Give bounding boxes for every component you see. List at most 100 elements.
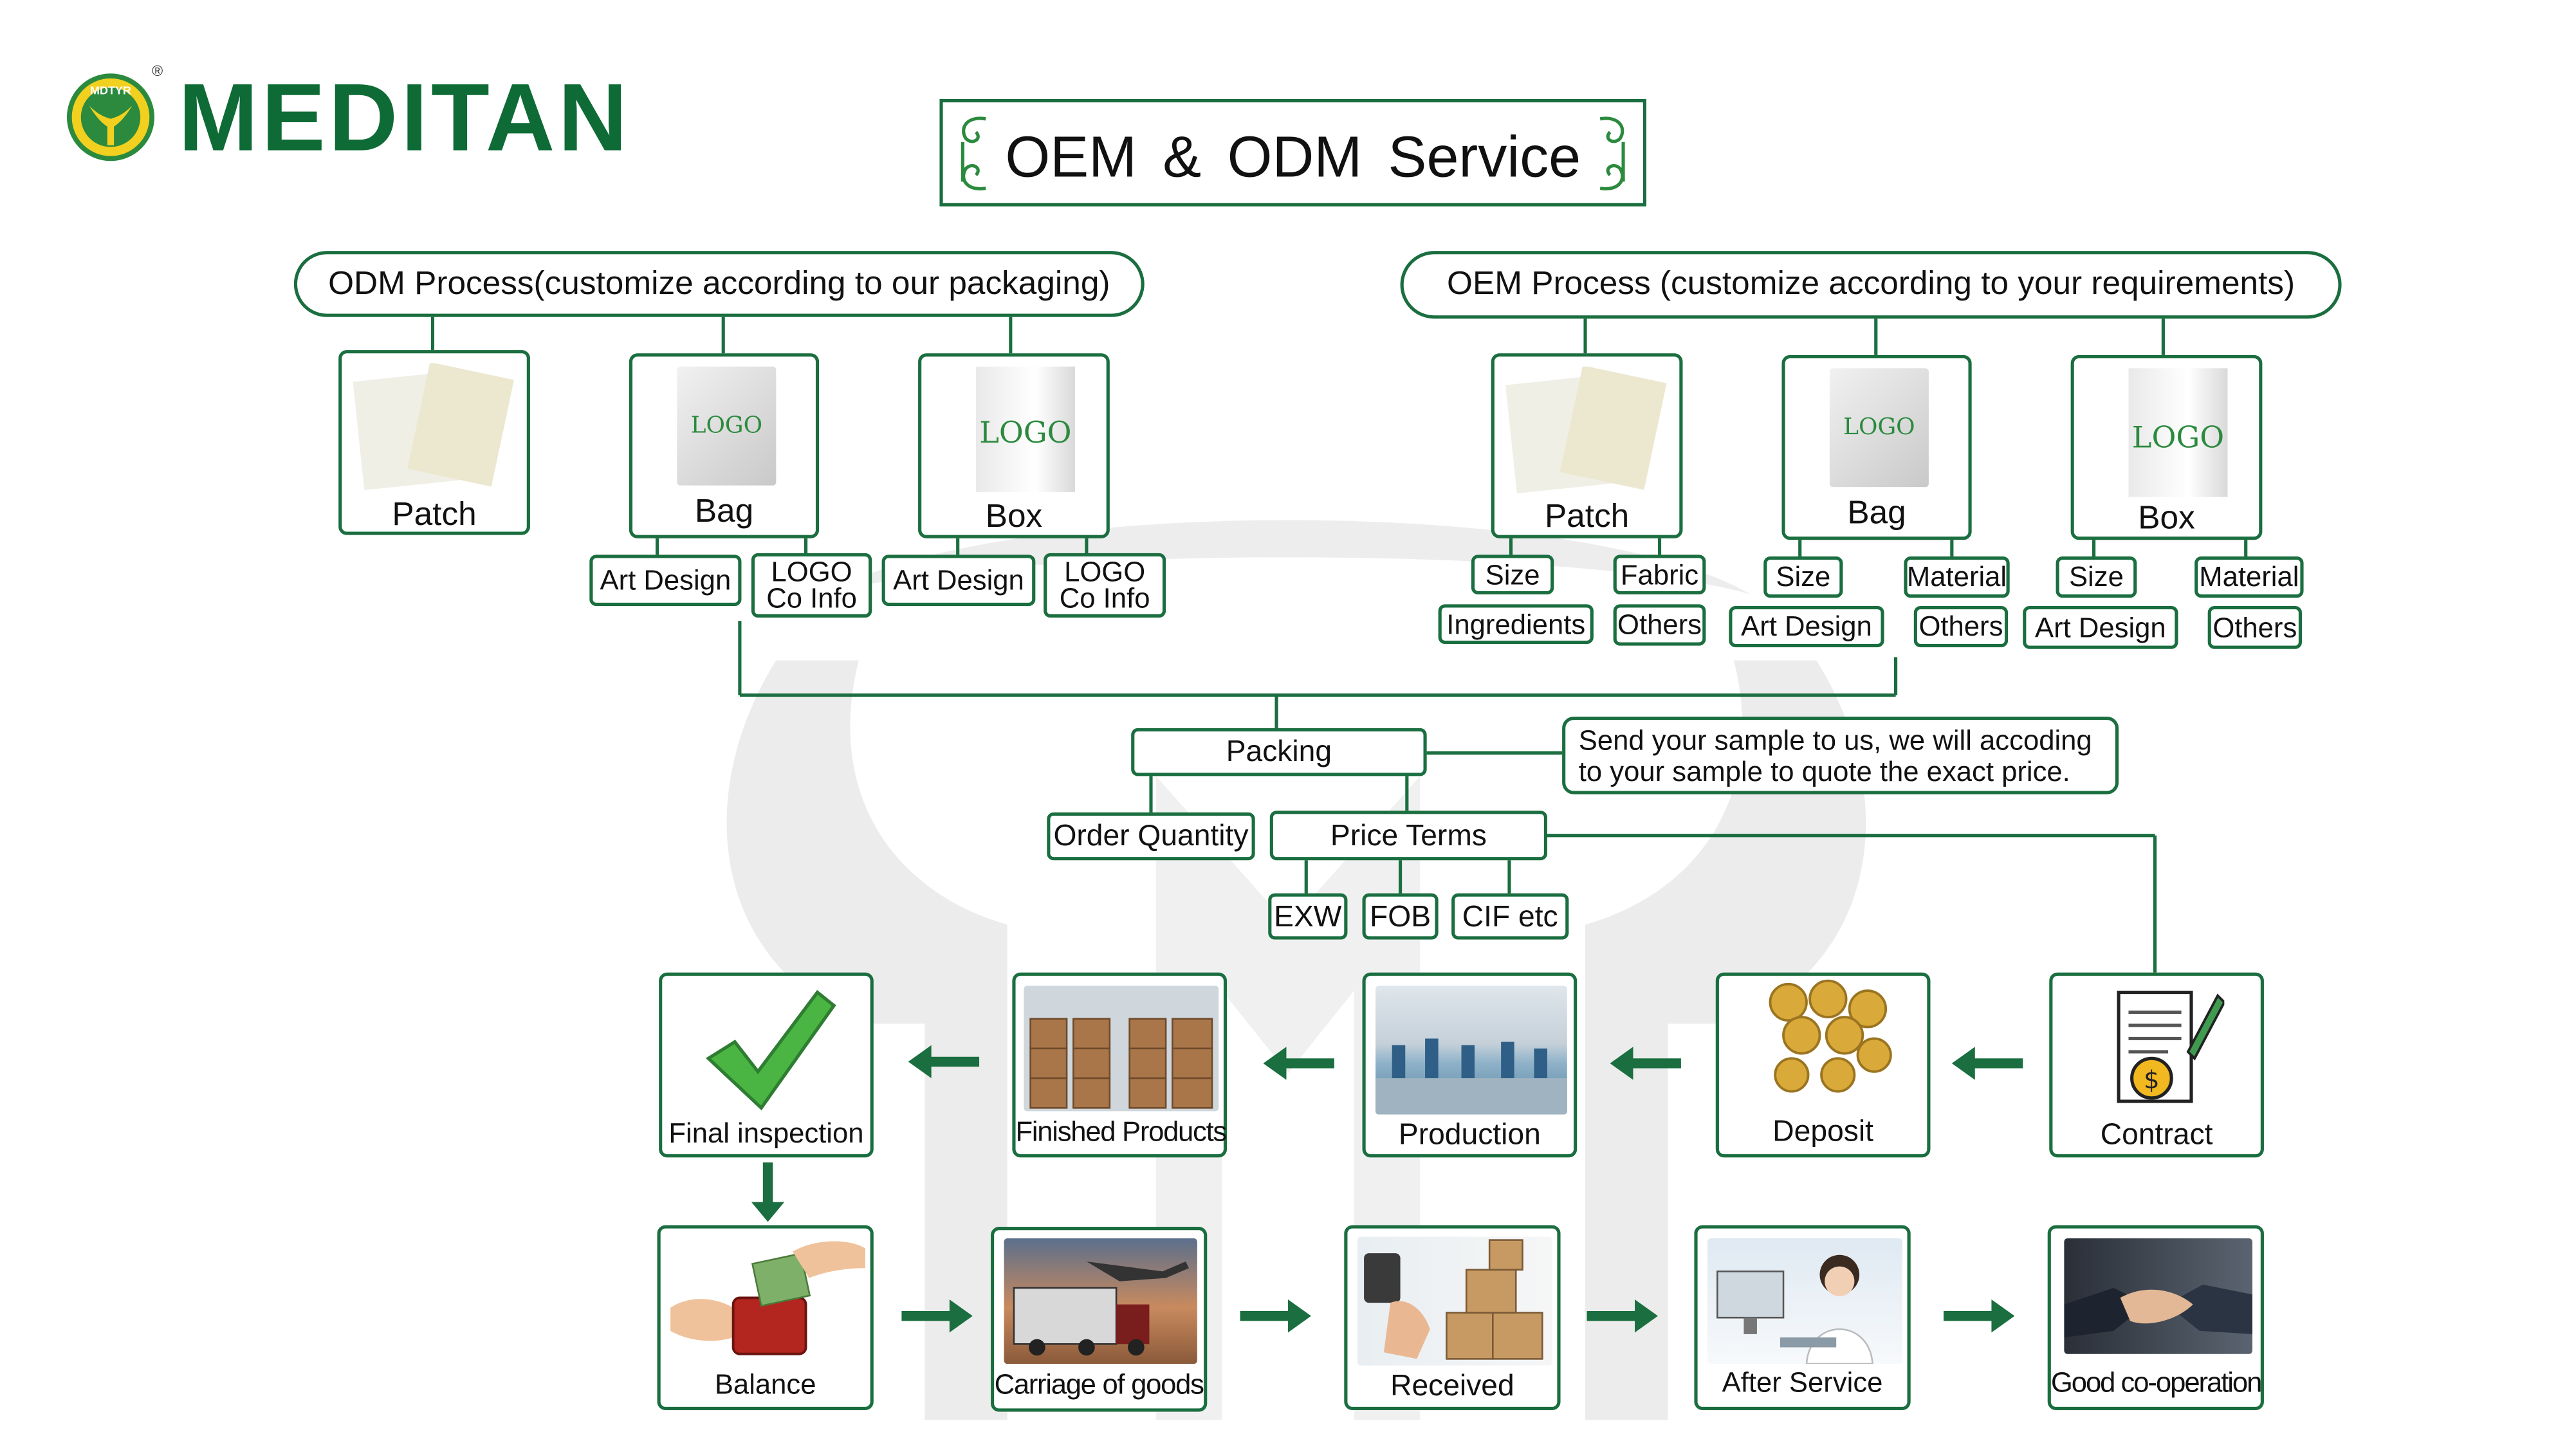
oem-patch-others-tag: Others [1613, 604, 1706, 646]
finished-products-card: Finished Products [1012, 972, 1227, 1158]
title-frame: OEM & ODM Service [939, 99, 1646, 206]
brand-emblem-text: MDTYR [90, 86, 131, 98]
received-boxes-icon [1364, 1239, 1543, 1360]
after-service-photo [1707, 1238, 1902, 1364]
oem-patch-fabric-tag: Fabric [1613, 555, 1706, 595]
handshake-photo [2064, 1238, 2252, 1354]
odm-bag-card: LOGO Bag [629, 353, 820, 538]
oem-box-material-tag: Material [2194, 556, 2304, 598]
production-label: Production [1398, 1117, 1541, 1151]
oem-box-label: Box [2138, 500, 2195, 537]
production-photo [1375, 986, 1567, 1115]
after-service-label: After Service [1722, 1367, 1883, 1399]
ornament-right-icon [1599, 116, 1625, 190]
good-cooperation-card: Good co-operation [2047, 1225, 2264, 1410]
final-inspection-card: Final inspection [659, 972, 874, 1158]
odm-box-logo-line: LOGO [1064, 555, 1146, 587]
registered-mark: ® [152, 62, 163, 80]
sample-note-line-2: to your sample to quote the exact price. [1578, 755, 2070, 787]
odm-bag-logo-info-tag: LOGO Co Info [751, 553, 872, 618]
oem-box-card: LOGO Box [2070, 354, 2263, 540]
oem-box-size-tag: Size [2056, 556, 2137, 598]
bag-logo-text: LOGO [690, 412, 763, 439]
brand-name: MEDITAN [178, 64, 631, 172]
checkmark-icon [705, 989, 836, 1111]
term-exw: EXW [1268, 893, 1348, 940]
page-title: OEM & ODM Service [1005, 125, 1581, 190]
price-terms-box: Price Terms [1269, 811, 1547, 861]
packing-box: Packing [1131, 728, 1427, 776]
oem-box-others-tag: Others [2207, 605, 2302, 649]
wallet-hands-icon [670, 1241, 865, 1355]
box-logo-text: LOGO [979, 416, 1072, 451]
truck-plane-icon [1013, 1261, 1190, 1356]
sample-note-line-1: Send your sample to us, we will accoding [1578, 724, 2092, 756]
term-cif: CIF etc [1451, 893, 1569, 940]
odm-box-card: LOGO Box [918, 353, 1110, 538]
oem-bag-card: LOGO Bag [1781, 354, 1972, 540]
odm-box-art-design-tag: Art Design [881, 555, 1036, 606]
balance-card: Balance [657, 1225, 874, 1410]
odm-patch-card: Patch [338, 350, 530, 535]
finished-products-photo [1024, 986, 1219, 1112]
oem-process-heading: OEM Process (customize according to your… [1400, 251, 2342, 319]
final-inspection-label: Final inspection [668, 1117, 864, 1150]
term-fob: FOB [1362, 893, 1439, 940]
deposit-label: Deposit [1772, 1114, 1873, 1148]
odm-box-coinfo-line: Co Info [1059, 582, 1150, 614]
received-card: Received [1344, 1225, 1561, 1410]
factory-workers-icon [1375, 1038, 1567, 1115]
oem-bag-label: Bag [1847, 495, 1906, 532]
bag-logo-text: LOGO [1843, 414, 1915, 441]
contract-icon: $ [2117, 991, 2225, 1103]
odm-bag-coinfo-line: Co Info [766, 582, 857, 614]
patch-thumbnail-icon [353, 363, 514, 490]
carriage-label: Carriage of goods [994, 1368, 1204, 1400]
production-card: Production [1362, 972, 1578, 1158]
oem-patch-size-tag: Size [1471, 555, 1554, 595]
box-logo-text: LOGO [2131, 421, 2225, 456]
oem-patch-card: Patch [1491, 353, 1683, 538]
oem-bag-size-tag: Size [1763, 556, 1843, 598]
oem-bag-material-tag: Material [1904, 556, 2010, 598]
oem-bag-art-design-tag: Art Design [1729, 605, 1884, 648]
oem-bag-others-tag: Others [1913, 605, 2009, 648]
after-service-card: After Service [1694, 1225, 1911, 1410]
stacked-boxes-icon [1029, 1018, 1213, 1109]
odm-patch-label: Patch [392, 497, 477, 534]
odm-bag-art-design-tag: Art Design [589, 555, 742, 606]
support-agent-icon [1716, 1254, 1873, 1364]
received-label: Received [1390, 1368, 1514, 1402]
box-thumbnail: LOGO [975, 366, 1075, 492]
brand-emblem-icon [66, 73, 154, 161]
svg-text:$: $ [2144, 1065, 2160, 1094]
oem-patch-ingredients-tag: Ingredients [1438, 604, 1594, 645]
order-quantity-box: Order Quantity [1047, 812, 1255, 861]
good-cooperation-label: Good co-operation [2050, 1367, 2263, 1399]
bag-thumbnail: LOGO [1829, 368, 1929, 488]
balance-label: Balance [714, 1368, 816, 1400]
carriage-card: Carriage of goods [991, 1227, 1208, 1412]
contract-label: Contract [2100, 1117, 2213, 1151]
odm-box-logo-info-tag: LOGO Co Info [1044, 553, 1166, 618]
contract-card: $ Contract [2049, 972, 2264, 1158]
oem-box-art-design-tag: Art Design [2023, 605, 2178, 649]
handshake-icon [2064, 1284, 2252, 1338]
sample-note: Send your sample to us, we will accoding… [1562, 716, 2119, 794]
odm-bag-logo-line: LOGO [771, 555, 852, 587]
odm-process-heading: ODM Process(customize according to our p… [293, 251, 1145, 317]
patch-thumbnail-icon [1505, 366, 1667, 494]
coins-icon [1769, 979, 1892, 1093]
box-thumbnail: LOGO [2128, 368, 2228, 497]
oem-patch-label: Patch [1544, 499, 1630, 535]
odm-box-label: Box [985, 499, 1043, 535]
received-photo [1357, 1236, 1552, 1366]
bag-thumbnail: LOGO [677, 366, 777, 486]
odm-bag-label: Bag [694, 493, 754, 530]
deposit-card: Deposit [1715, 972, 1931, 1158]
carriage-photo [1004, 1238, 1197, 1364]
ornament-left-icon [961, 116, 986, 190]
